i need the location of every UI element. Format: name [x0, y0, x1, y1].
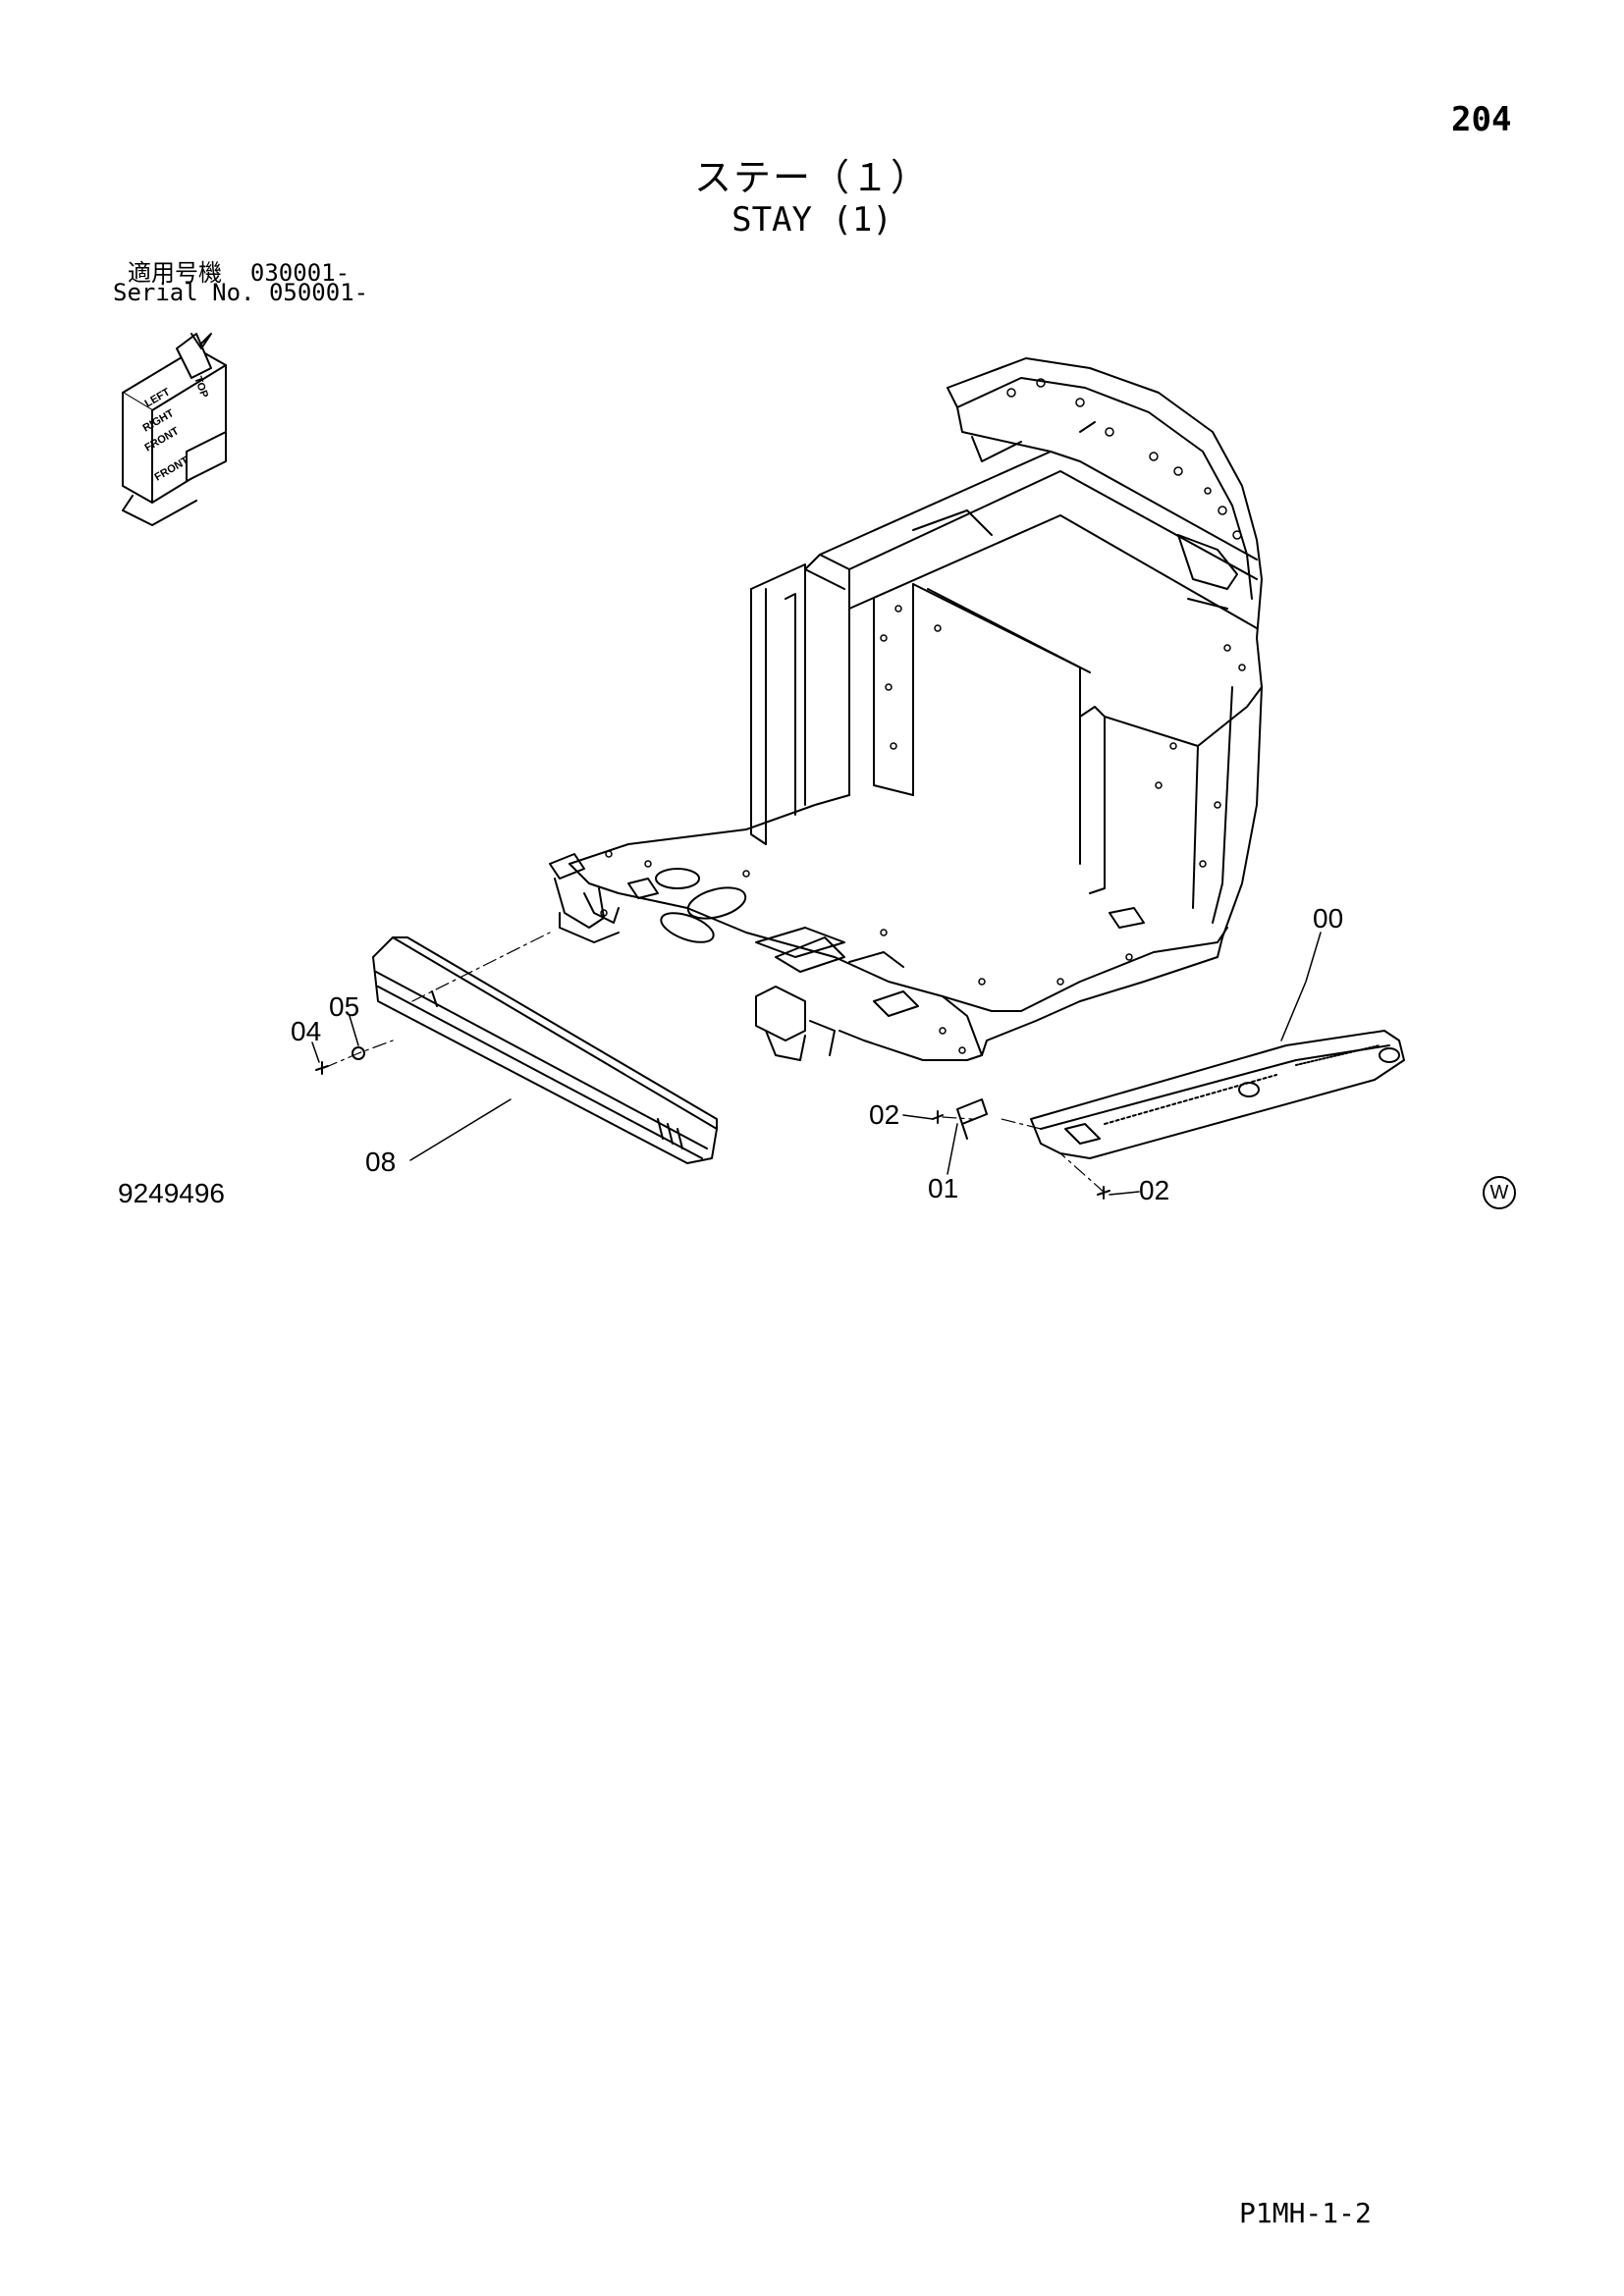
main-frame-assembly — [549, 357, 1263, 1061]
callout-02-lower: 02 — [1139, 1175, 1169, 1205]
fasteners — [315, 1046, 1110, 1200]
orientation-indicator: LEFT TOP RIGHT FRONT FRONT — [122, 333, 227, 526]
callout-05: 05 — [329, 991, 359, 1022]
applicable-serial-english: Serial No. 050001- — [113, 279, 369, 306]
copyright-mark: W — [1483, 1176, 1516, 1209]
part-01-bracket — [956, 1098, 988, 1140]
page-number: 204 — [1451, 100, 1512, 139]
page-code: P1MH-1-2 — [1239, 2197, 1372, 2229]
assembly-lines — [323, 932, 1106, 1194]
part-08-stay-panel — [372, 936, 718, 1164]
parts-diagram: LEFT TOP RIGHT FRONT FRONT — [122, 333, 1405, 1205]
part-00-rear-stay-bar — [1030, 1030, 1405, 1159]
callout-01: 01 — [928, 1173, 958, 1203]
part-02-bolt-lower-icon — [1097, 1186, 1110, 1200]
orientation-label-top: TOP — [191, 375, 210, 400]
callout-08: 08 — [365, 1147, 396, 1177]
callout-04: 04 — [291, 1016, 321, 1046]
drawing-number: 9249496 — [118, 1178, 226, 1208]
part-05-washer-icon — [352, 1046, 365, 1060]
leader-lines — [311, 932, 1322, 1196]
callout-02-upper: 02 — [869, 1099, 899, 1130]
part-02-bolt-upper-icon — [932, 1110, 944, 1124]
part-04-bolt-icon — [315, 1061, 329, 1075]
page-title-english: STAY (1) — [731, 200, 893, 240]
applicable-serial-japanese: 適用号機 030001- — [128, 259, 351, 287]
page-title-japanese: ステー（１） — [693, 156, 930, 199]
callout-00: 00 — [1313, 903, 1343, 934]
